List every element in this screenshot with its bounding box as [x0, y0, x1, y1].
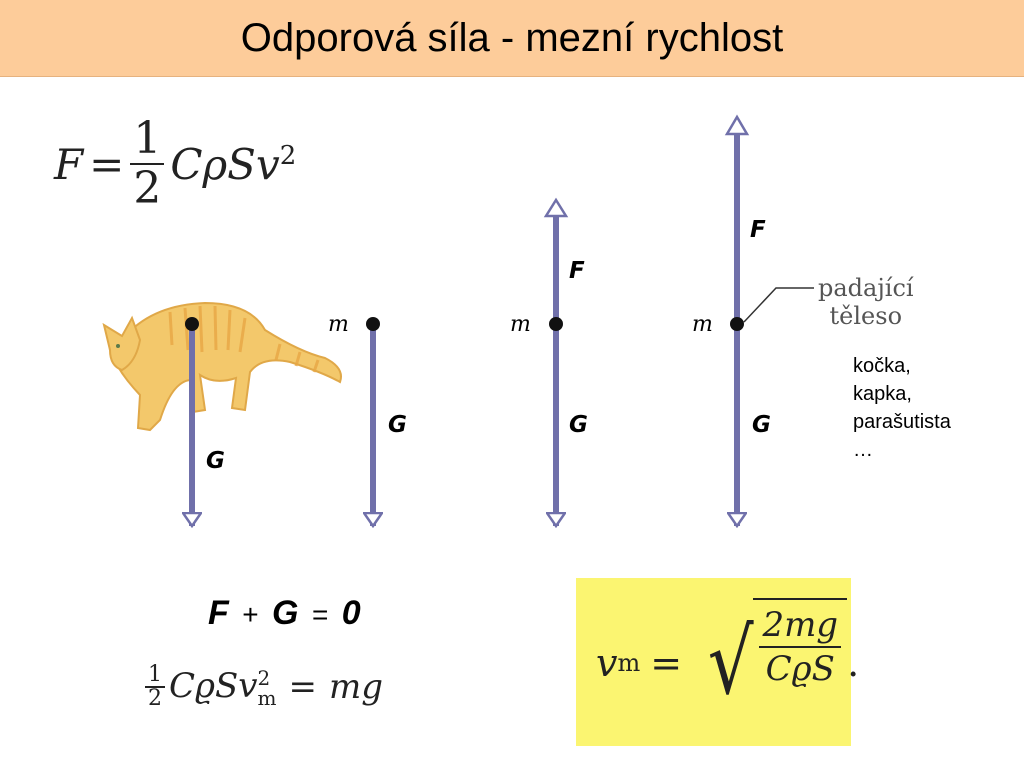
formula-equals: = [89, 139, 125, 189]
right-force-F-label: F [750, 217, 766, 243]
formula-rhs-text: CρSv [170, 139, 280, 189]
callout-label: padající těleso [818, 274, 914, 330]
callout-line-1: padající [818, 274, 914, 302]
formula-rhs: CρSv2 [170, 140, 296, 189]
balance-exponent: 2 [257, 666, 271, 690]
balance-lhs-text: CϱSv [169, 666, 258, 706]
balance-half: 1 2 [145, 664, 165, 710]
result-v: v [596, 641, 618, 685]
result-equals: = [650, 641, 683, 685]
mid-force-F-label: F [569, 258, 585, 284]
drag-formula: F = 1 2 CρSv2 [54, 115, 296, 213]
mass-point [366, 317, 380, 331]
cat-force-G-label: G [206, 448, 225, 474]
formula-half: 1 2 [130, 115, 165, 214]
result-numerator: 2mg [759, 604, 842, 648]
formula-lhs: F [54, 139, 84, 189]
result-period: . [847, 641, 860, 685]
right-mass-label: m [692, 312, 713, 337]
right-mass-point [730, 317, 744, 331]
mid-up-arrowhead [543, 197, 569, 218]
mid-mass-point [549, 317, 563, 331]
sum-plus: + [242, 599, 259, 630]
result-denominator: CϱS [765, 649, 835, 689]
sqrt-body: 2mg CϱS [753, 598, 848, 690]
balance-equals: = [288, 667, 317, 707]
formula-exponent: 2 [279, 140, 297, 171]
sum-F: F [208, 594, 229, 632]
sum-zero: 0 [341, 594, 361, 632]
balance-subscript: m [257, 686, 277, 710]
example-item: parašutista [853, 411, 951, 433]
sum-G: G [272, 594, 299, 632]
mid-force-G-label: G [569, 412, 588, 438]
mass-force-G-label: G [388, 412, 407, 438]
example-item: … [853, 439, 873, 461]
sum-equation: F + G = 0 [208, 594, 361, 633]
right-force-G-label: G [752, 412, 771, 438]
examples-list: kočka, kapka, parašutista … [853, 352, 951, 464]
balance-rhs: mg [328, 667, 383, 707]
right-up-arrowhead [724, 114, 750, 136]
example-item: kapka, [853, 383, 912, 405]
callout-leader-line [743, 287, 814, 323]
sqrt-icon: √ [707, 610, 754, 715]
sum-equals: = [311, 599, 329, 630]
balance-numerator: 1 [145, 664, 165, 688]
cat-illustration [102, 301, 342, 432]
formula-numerator: 1 [130, 115, 165, 165]
balance-denominator: 2 [148, 686, 162, 711]
cat-mass-point [185, 317, 199, 331]
callout-line-2: těleso [829, 302, 903, 330]
result-fraction: 2mg CϱS [759, 604, 842, 690]
title-bar: Odporová síla - mezní rychlost [0, 0, 1024, 77]
example-item: kočka, [853, 355, 911, 377]
mass-label: m [328, 312, 349, 337]
result-subscript: m [617, 649, 641, 677]
page-title: Odporová síla - mezní rychlost [240, 16, 784, 60]
mid-mass-label: m [510, 312, 531, 337]
formula-denominator: 2 [133, 163, 162, 214]
sqrt-group: √ 2mg CϱS [702, 598, 848, 715]
